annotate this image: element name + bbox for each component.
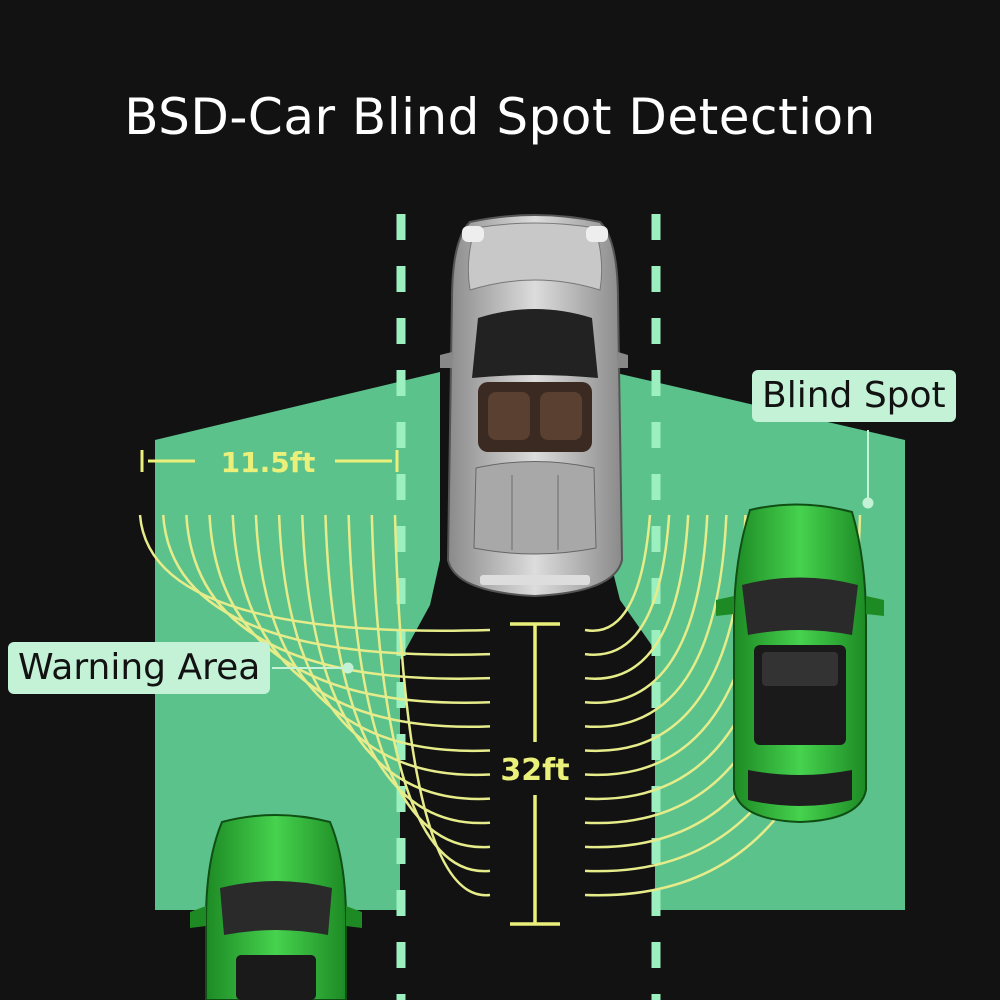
radar-arc-right [584,514,728,729]
width-measure-label: 11.5ft [221,446,316,479]
radar-arc-left [393,514,491,897]
blind-spot-label: Blind Spot [752,370,956,422]
radar-arc-right [584,514,671,656]
radar-arc-left [324,514,491,825]
radar-arc-left [370,514,491,873]
radar-arc-left [301,514,491,801]
radar-arc-right [584,514,652,632]
vehicle-bottom-left-icon [190,814,362,1000]
radar-arc-left [254,514,491,753]
page-title: BSD-Car Blind Spot Detection [124,88,876,146]
radar-arc-left [231,514,491,729]
length-measure [510,622,560,926]
radar-arc-left [161,514,491,656]
radar-arc-left [277,514,491,777]
warning-area-label: Warning Area [8,642,271,694]
vehicle-right-icon [716,503,884,824]
length-measure-label: 32ft [500,753,569,788]
width-measure [140,450,399,472]
radar-arc-left [347,514,491,849]
radar-arc-right [584,514,690,680]
radar-arc-right [584,514,709,704]
callout-pointers [272,430,874,674]
ego-car-icon [440,214,628,598]
